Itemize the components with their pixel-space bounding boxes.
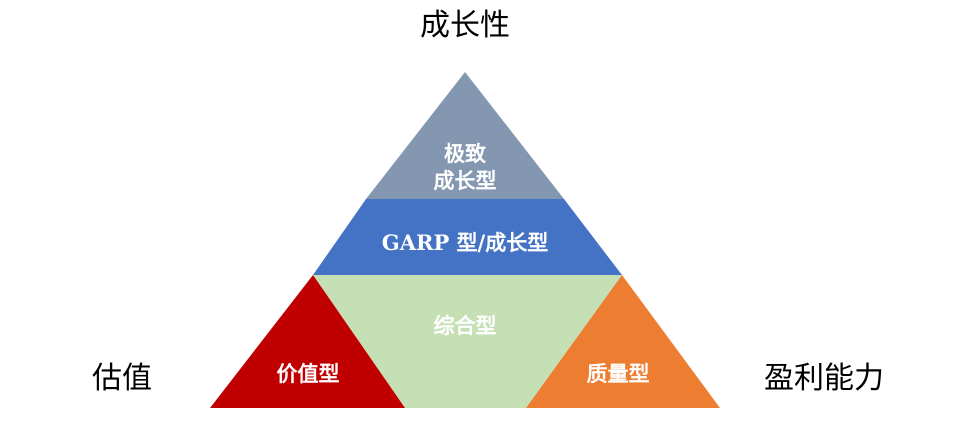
segment-middle xyxy=(313,199,622,275)
axis-label-right: 盈利能力 xyxy=(764,361,884,396)
segment-left xyxy=(210,275,405,408)
segment-right-label: 质量型 xyxy=(586,361,650,386)
segment-top-label-line1: 极致 xyxy=(444,141,486,166)
axis-label-left: 估值 xyxy=(92,361,152,396)
segment-right xyxy=(526,275,720,408)
segment-middle-label: GARP 型/成长型 xyxy=(381,230,549,255)
segment-left-label: 价值型 xyxy=(276,361,340,386)
segment-top-label-line2: 成长型 xyxy=(433,168,497,194)
segment-center xyxy=(313,275,622,408)
axis-label-top: 成长性 xyxy=(420,8,510,43)
segment-top-label: 极致 成长型 xyxy=(405,140,525,195)
segment-center-label: 综合型 xyxy=(433,313,497,338)
segment-top xyxy=(366,72,564,199)
